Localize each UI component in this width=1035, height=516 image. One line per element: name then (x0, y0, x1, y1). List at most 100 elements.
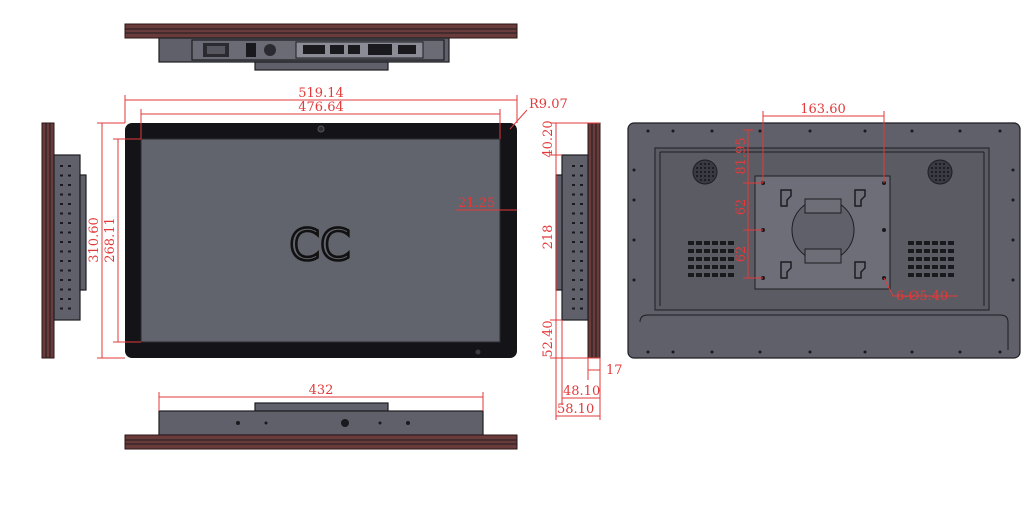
side-hole (572, 222, 575, 224)
speaker-hole (704, 179, 706, 181)
edge-hole (632, 198, 636, 202)
vent-slot (696, 257, 702, 261)
speaker-hole (708, 167, 710, 169)
speaker-hole (708, 171, 710, 173)
right-side-view (555, 122, 601, 359)
speaker-hole (704, 167, 706, 169)
speaker-hole (947, 171, 949, 173)
power-led-icon (475, 349, 481, 355)
vent-slot (940, 273, 946, 277)
vent-slot (932, 265, 938, 269)
bottom-view (124, 402, 518, 450)
vent-slot (924, 257, 930, 261)
speaker-hole (700, 175, 702, 177)
vent-slot (688, 257, 694, 261)
edge-hole (958, 129, 962, 133)
power-switch-icon (246, 43, 256, 57)
vent-slot (720, 273, 726, 277)
vent-slot (940, 241, 946, 245)
edge-hole (910, 350, 914, 354)
speaker-hole (943, 171, 945, 173)
edge-hole (998, 129, 1002, 133)
vent-slot (908, 249, 914, 253)
speaker-hole (704, 163, 706, 165)
vent-slot (948, 257, 954, 261)
vent-slot (728, 241, 734, 245)
vent-slot (924, 273, 930, 277)
vent-slot (924, 265, 930, 269)
keyhole-bottom-left (780, 261, 792, 279)
side-hole (580, 231, 583, 234)
edge-hole (958, 350, 962, 354)
vent-slot (712, 257, 718, 261)
side-hole (572, 269, 575, 272)
edge-hole (632, 278, 636, 282)
edge-hole (671, 350, 675, 354)
side-hole (60, 241, 63, 243)
side-hole (60, 260, 63, 262)
side-hole (60, 193, 63, 196)
dim-vesa-top: 81.95 (734, 137, 749, 174)
speaker-hole (939, 163, 941, 165)
side-hole (60, 288, 63, 291)
speaker-hole (931, 171, 933, 173)
side-hole (60, 174, 63, 177)
side-hole (60, 250, 63, 253)
side-hole (60, 222, 63, 224)
vent-slot (688, 249, 694, 253)
side-hole (68, 212, 71, 215)
vent-slot (932, 257, 938, 261)
vent-slot (948, 249, 954, 253)
edge-hole (671, 129, 675, 133)
side-hole (60, 212, 63, 215)
speaker-hole (935, 171, 937, 173)
edge-hole (646, 129, 650, 133)
vent-slot (728, 265, 734, 269)
side-hole (572, 260, 575, 262)
speaker-hole (700, 167, 702, 169)
edge-hole (758, 350, 762, 354)
dimension-lines (97, 95, 958, 420)
vent-slot (916, 257, 922, 261)
vent-slot (728, 273, 734, 277)
speaker-hole (943, 167, 945, 169)
side-hole (60, 165, 63, 167)
speaker-hole (939, 167, 941, 169)
side-hole (572, 165, 575, 167)
vent-slot (908, 257, 914, 261)
front-logo: CC (289, 220, 350, 271)
vent-slot (932, 273, 938, 277)
dim-bottom-bezel: 52.40 (541, 320, 556, 357)
edge-hole (910, 129, 914, 133)
edge-hole (1011, 168, 1015, 172)
speaker-hole (939, 171, 941, 173)
edge-hole (1011, 198, 1015, 202)
side-hole (572, 203, 575, 205)
vent-slot (704, 265, 710, 269)
dim-corner-radius: R9.07 (529, 97, 568, 112)
speaker-hole (943, 175, 945, 177)
vent-slot (940, 249, 946, 253)
dim-overall-height: 310.60 (87, 217, 102, 263)
vent-slot (704, 273, 710, 277)
side-hole (580, 241, 583, 243)
side-hole (68, 269, 71, 272)
side-hole (60, 279, 63, 281)
dim-vesa-mid: 62 (734, 199, 749, 216)
vent-slot (720, 257, 726, 261)
speaker-hole (931, 175, 933, 177)
side-hole (580, 165, 583, 167)
vent-slot (948, 273, 954, 277)
camera-icon (317, 125, 325, 133)
side-hole (572, 298, 575, 300)
side-hole (580, 203, 583, 205)
edge-hole (632, 238, 636, 242)
vent-slot (916, 241, 922, 245)
side-hole (580, 260, 583, 262)
vent-slot (916, 249, 922, 253)
edge-hole (758, 129, 762, 133)
edge-hole (808, 129, 812, 133)
keyhole-top-right (854, 189, 866, 207)
vent-slot (932, 241, 938, 245)
vent-slot (728, 249, 734, 253)
